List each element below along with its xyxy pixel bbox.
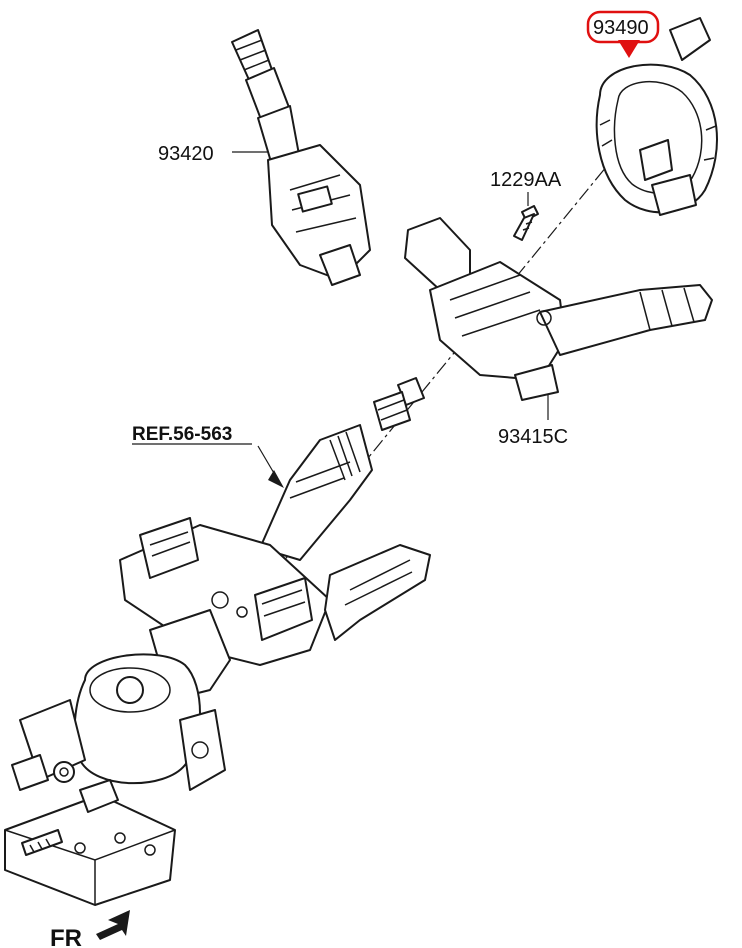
part-label-93415C: 93415C xyxy=(498,426,568,448)
tilt-lever[interactable] xyxy=(324,544,431,641)
upper-shaft xyxy=(373,377,425,431)
clock-spring-part[interactable] xyxy=(595,17,718,216)
lower-column-motor xyxy=(11,609,231,791)
front-direction-label: FR xyxy=(50,925,82,948)
base-plate xyxy=(4,779,176,906)
part-label-93420: 93420 xyxy=(158,143,214,165)
screw-part[interactable] xyxy=(513,205,539,241)
part-label-93490: 93490 xyxy=(593,17,649,39)
combination-switch-part[interactable] xyxy=(404,217,713,401)
column-tube xyxy=(259,424,373,561)
front-direction-arrow xyxy=(96,910,130,940)
part-label-1229AA: 1229AA xyxy=(490,169,562,191)
highlight-arrow xyxy=(618,40,640,58)
leader-ref-arrowhead xyxy=(268,470,284,488)
switch-lever-part[interactable] xyxy=(231,29,371,286)
reference-label: REF.56-563 xyxy=(132,424,232,445)
